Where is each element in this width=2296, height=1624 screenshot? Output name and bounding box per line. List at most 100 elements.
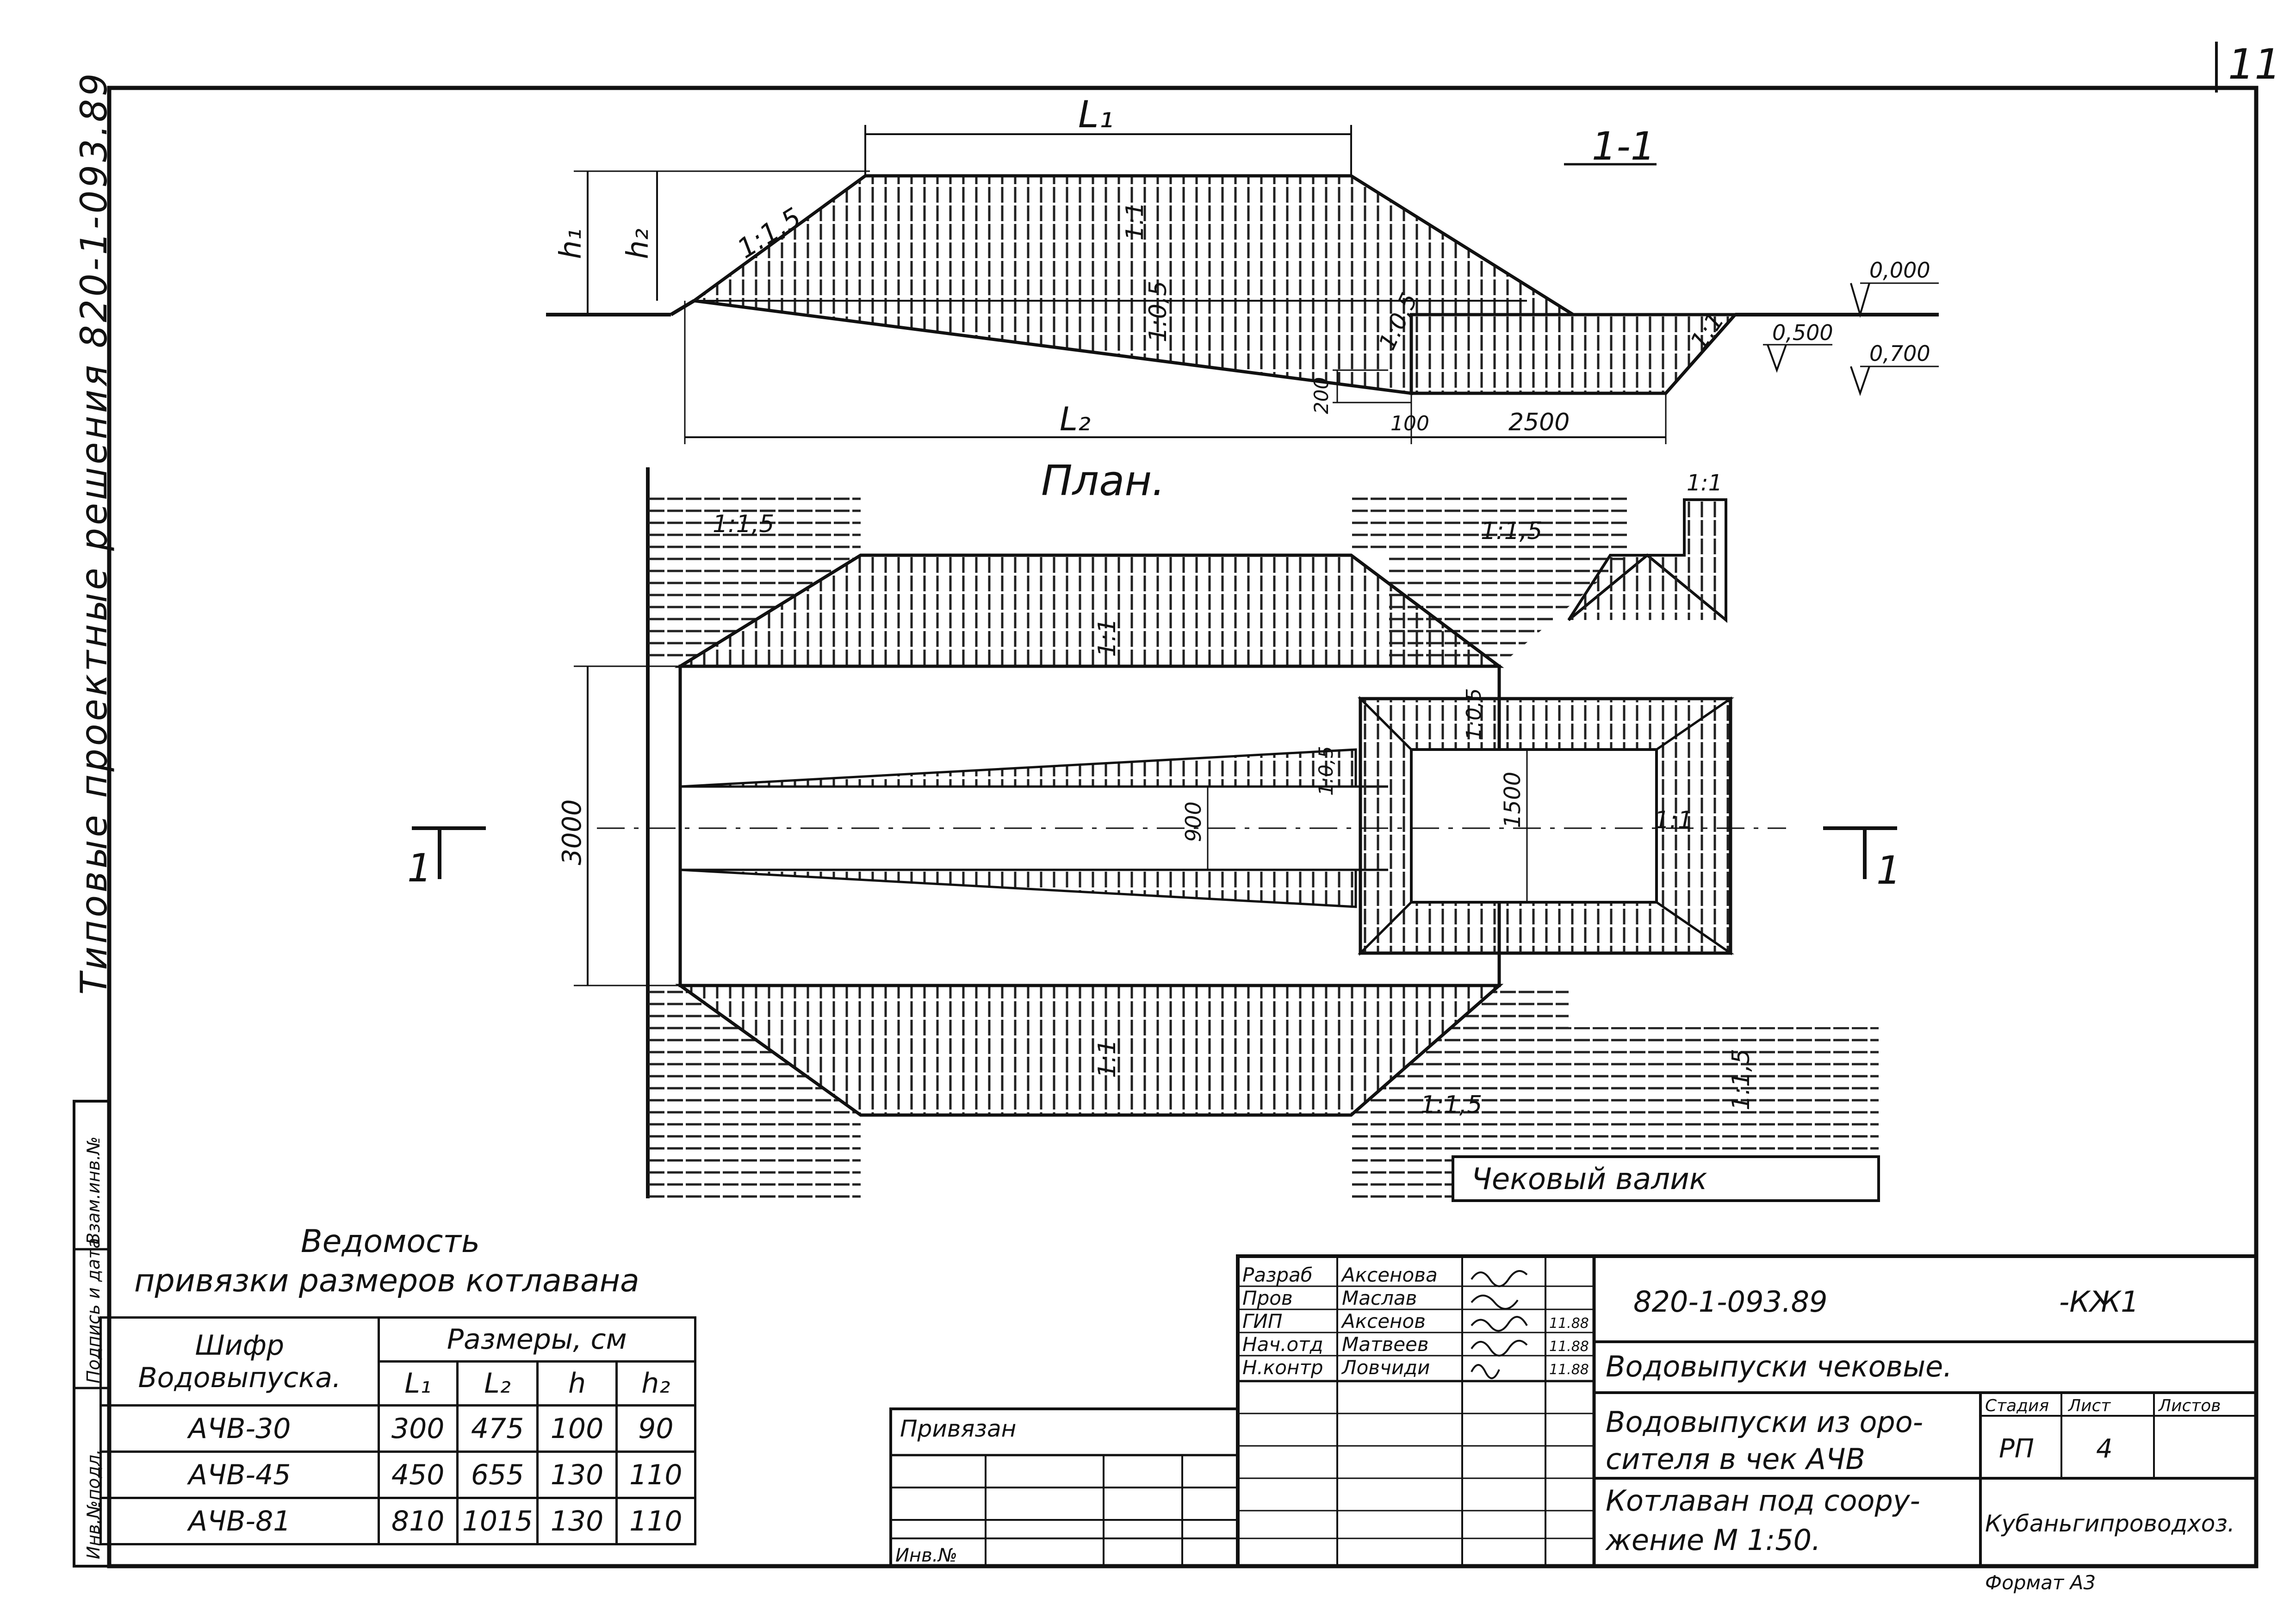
tb-name-1: Аксенова bbox=[1340, 1264, 1438, 1286]
ground-line-bend bbox=[670, 299, 695, 316]
plan-levee-box bbox=[1452, 1155, 1880, 1202]
section-slope-mid: 1:0,5 bbox=[1144, 281, 1172, 342]
tb-desc-line2: сителя в чек АЧВ bbox=[1606, 1442, 1865, 1476]
tb-stage-value: РП bbox=[1999, 1434, 2034, 1464]
tb-name-line: Водовыпуски чековые. bbox=[1606, 1350, 1952, 1383]
tb-name-5: Ловчиди bbox=[1341, 1356, 1430, 1379]
schedule-cell: 100 bbox=[536, 1404, 618, 1453]
signature-1 bbox=[1471, 1270, 1528, 1287]
dim-900-label: 900 bbox=[1181, 801, 1206, 842]
schedule-cell: 130 bbox=[536, 1450, 618, 1499]
schedule-cell: 130 bbox=[536, 1497, 618, 1545]
signature-5 bbox=[1471, 1364, 1500, 1379]
schedule-col-l1: L₁ bbox=[377, 1360, 459, 1407]
elevation-2-mark bbox=[1850, 366, 1870, 397]
dim-l1-label: L₁ bbox=[1078, 93, 1114, 136]
plan-cone-upper bbox=[680, 748, 1357, 788]
tb-date-5: 11.88 bbox=[1549, 1362, 1589, 1378]
schedule-cell: 475 bbox=[456, 1404, 539, 1453]
schedule-col-l2: L₂ bbox=[456, 1360, 539, 1407]
schedule-cell: 450 bbox=[377, 1450, 459, 1499]
dim-100-label: 100 bbox=[1390, 412, 1429, 435]
tb-name-4: Матвеев bbox=[1342, 1333, 1429, 1356]
tb-sheet-label: Лист bbox=[2067, 1396, 2111, 1415]
dim-3000-label: 3000 bbox=[557, 799, 587, 865]
plan-slope-cone: 1:0,5 bbox=[1315, 746, 1337, 796]
schedule-cell: 90 bbox=[615, 1404, 697, 1453]
plan-slope-top-label: 1:1 bbox=[1093, 618, 1121, 657]
table-row: АЧВ-30 300 475 100 90 bbox=[99, 1404, 697, 1453]
schedule-cell: 300 bbox=[377, 1404, 459, 1453]
elevation-0-mark bbox=[1850, 283, 1870, 318]
plan-title: План. bbox=[1041, 457, 1165, 505]
title-block: Разраб Аксенова Пров Маслав ГИП Аксенов … bbox=[1236, 1254, 2258, 1594]
section-slope-top: 1:1 bbox=[1121, 202, 1149, 241]
elevation-1-mark bbox=[1767, 344, 1787, 373]
binding-label: Привязан bbox=[900, 1415, 1016, 1442]
schedule-title-line1: Ведомость bbox=[301, 1223, 480, 1260]
schedule-title-line2: привязки размеров котлавана bbox=[134, 1263, 639, 1299]
section-title: 1-1 bbox=[1592, 124, 1655, 169]
plan-slope-pit-right: 1:1 bbox=[1654, 806, 1693, 834]
schedule-cell: 110 bbox=[615, 1450, 697, 1499]
cut-mark-right-label: 1 bbox=[1876, 848, 1901, 893]
tb-org: Кубаньгипроводхоз. bbox=[1985, 1510, 2235, 1537]
schedule-code: АЧВ-30 bbox=[99, 1404, 380, 1453]
binding-inv-label: Инв.№ bbox=[895, 1545, 957, 1566]
plan-hatch-bottom-mid bbox=[1351, 986, 1569, 1198]
section-1-1: L₁ h₁ h₂ 1:1,5 1:1 1:0,5 1:0,5 1:1 1-1 0… bbox=[546, 93, 1939, 444]
tb-role-1: Разраб bbox=[1242, 1264, 1313, 1286]
plan-pit-bottom bbox=[1410, 748, 1658, 904]
plan-slope-pit-top: 1:0,5 bbox=[1462, 688, 1486, 740]
dim-h2-label: h₂ bbox=[621, 229, 655, 259]
binding-block: Привязан Инв.№ bbox=[889, 1407, 1239, 1568]
plan-slope-tr: 1:1,5 bbox=[1481, 517, 1542, 545]
plan-slope-corner: 1:1 bbox=[1687, 470, 1722, 496]
tb-sheet-title-1: Котлаван под соору- bbox=[1606, 1484, 1920, 1518]
schedule-header-code-1: Шифр bbox=[195, 1329, 285, 1362]
plan-levee-label: Чековый валик bbox=[1471, 1162, 1707, 1196]
schedule-code: АЧВ-81 bbox=[99, 1497, 380, 1545]
plan-slope-bottom-label: 1:1 bbox=[1093, 1039, 1121, 1078]
plan-hatch-top-left bbox=[648, 490, 861, 666]
table-row: АЧВ-81 810 1015 130 110 bbox=[99, 1497, 697, 1545]
dim-200-label: 200 bbox=[1310, 377, 1333, 414]
schedule-col-h2: h₂ bbox=[615, 1360, 697, 1407]
schedule-cell: 655 bbox=[456, 1450, 539, 1499]
cut-mark-left-label: 1 bbox=[407, 845, 432, 891]
plan-slope-bl: 1:1,5 bbox=[1421, 1091, 1482, 1119]
tb-desc-line1: Водовыпуски из оро- bbox=[1606, 1405, 1923, 1439]
elevation-0: 0,000 bbox=[1869, 258, 1930, 283]
schedule-header-sizes: Размеры, см bbox=[377, 1316, 697, 1363]
schedule-cell: 1015 bbox=[456, 1497, 539, 1545]
schedule-header-code: Шифр Водовыпуска. bbox=[99, 1316, 380, 1407]
elevation-2: 0,700 bbox=[1869, 341, 1930, 366]
dim-1500-label: 1500 bbox=[1500, 772, 1526, 828]
plan-cone-lower bbox=[680, 868, 1357, 908]
tb-doc-code: 820-1-093.89 bbox=[1633, 1285, 1827, 1319]
elevation-1: 0,500 bbox=[1772, 320, 1833, 345]
schedule-cell: 810 bbox=[377, 1497, 459, 1545]
schedule-col-h: h bbox=[536, 1360, 618, 1407]
schedule-cell: 110 bbox=[615, 1497, 697, 1545]
signature-4 bbox=[1471, 1339, 1528, 1357]
signature-3 bbox=[1471, 1316, 1528, 1332]
tb-role-4: Нач.отд bbox=[1242, 1333, 1323, 1356]
tb-role-2: Пров bbox=[1242, 1287, 1293, 1309]
tb-sheets-label: Листов bbox=[2158, 1396, 2221, 1415]
schedule-header-code-2: Водовыпуска. bbox=[138, 1361, 341, 1394]
schedule-code: АЧВ-45 bbox=[99, 1450, 380, 1499]
tb-name-2: Маслав bbox=[1342, 1287, 1417, 1309]
plan-hatch-levee bbox=[1453, 1027, 1879, 1157]
tb-sheet-title-2: жение М 1:50. bbox=[1605, 1523, 1821, 1557]
tb-name-3: Аксенов bbox=[1340, 1310, 1426, 1333]
dim-2500-label: 2500 bbox=[1508, 409, 1570, 436]
dim-l2-label: L₂ bbox=[1060, 400, 1091, 438]
plan-slope-br: 1:1,5 bbox=[1727, 1049, 1755, 1110]
plan-slope-tl: 1:1,5 bbox=[713, 510, 774, 538]
tb-role-5: Н.контр bbox=[1242, 1356, 1323, 1379]
tb-sheet-value: 4 bbox=[2096, 1434, 2113, 1464]
tb-date-4: 11.88 bbox=[1549, 1339, 1589, 1355]
page-number: 11 bbox=[2228, 40, 2281, 89]
